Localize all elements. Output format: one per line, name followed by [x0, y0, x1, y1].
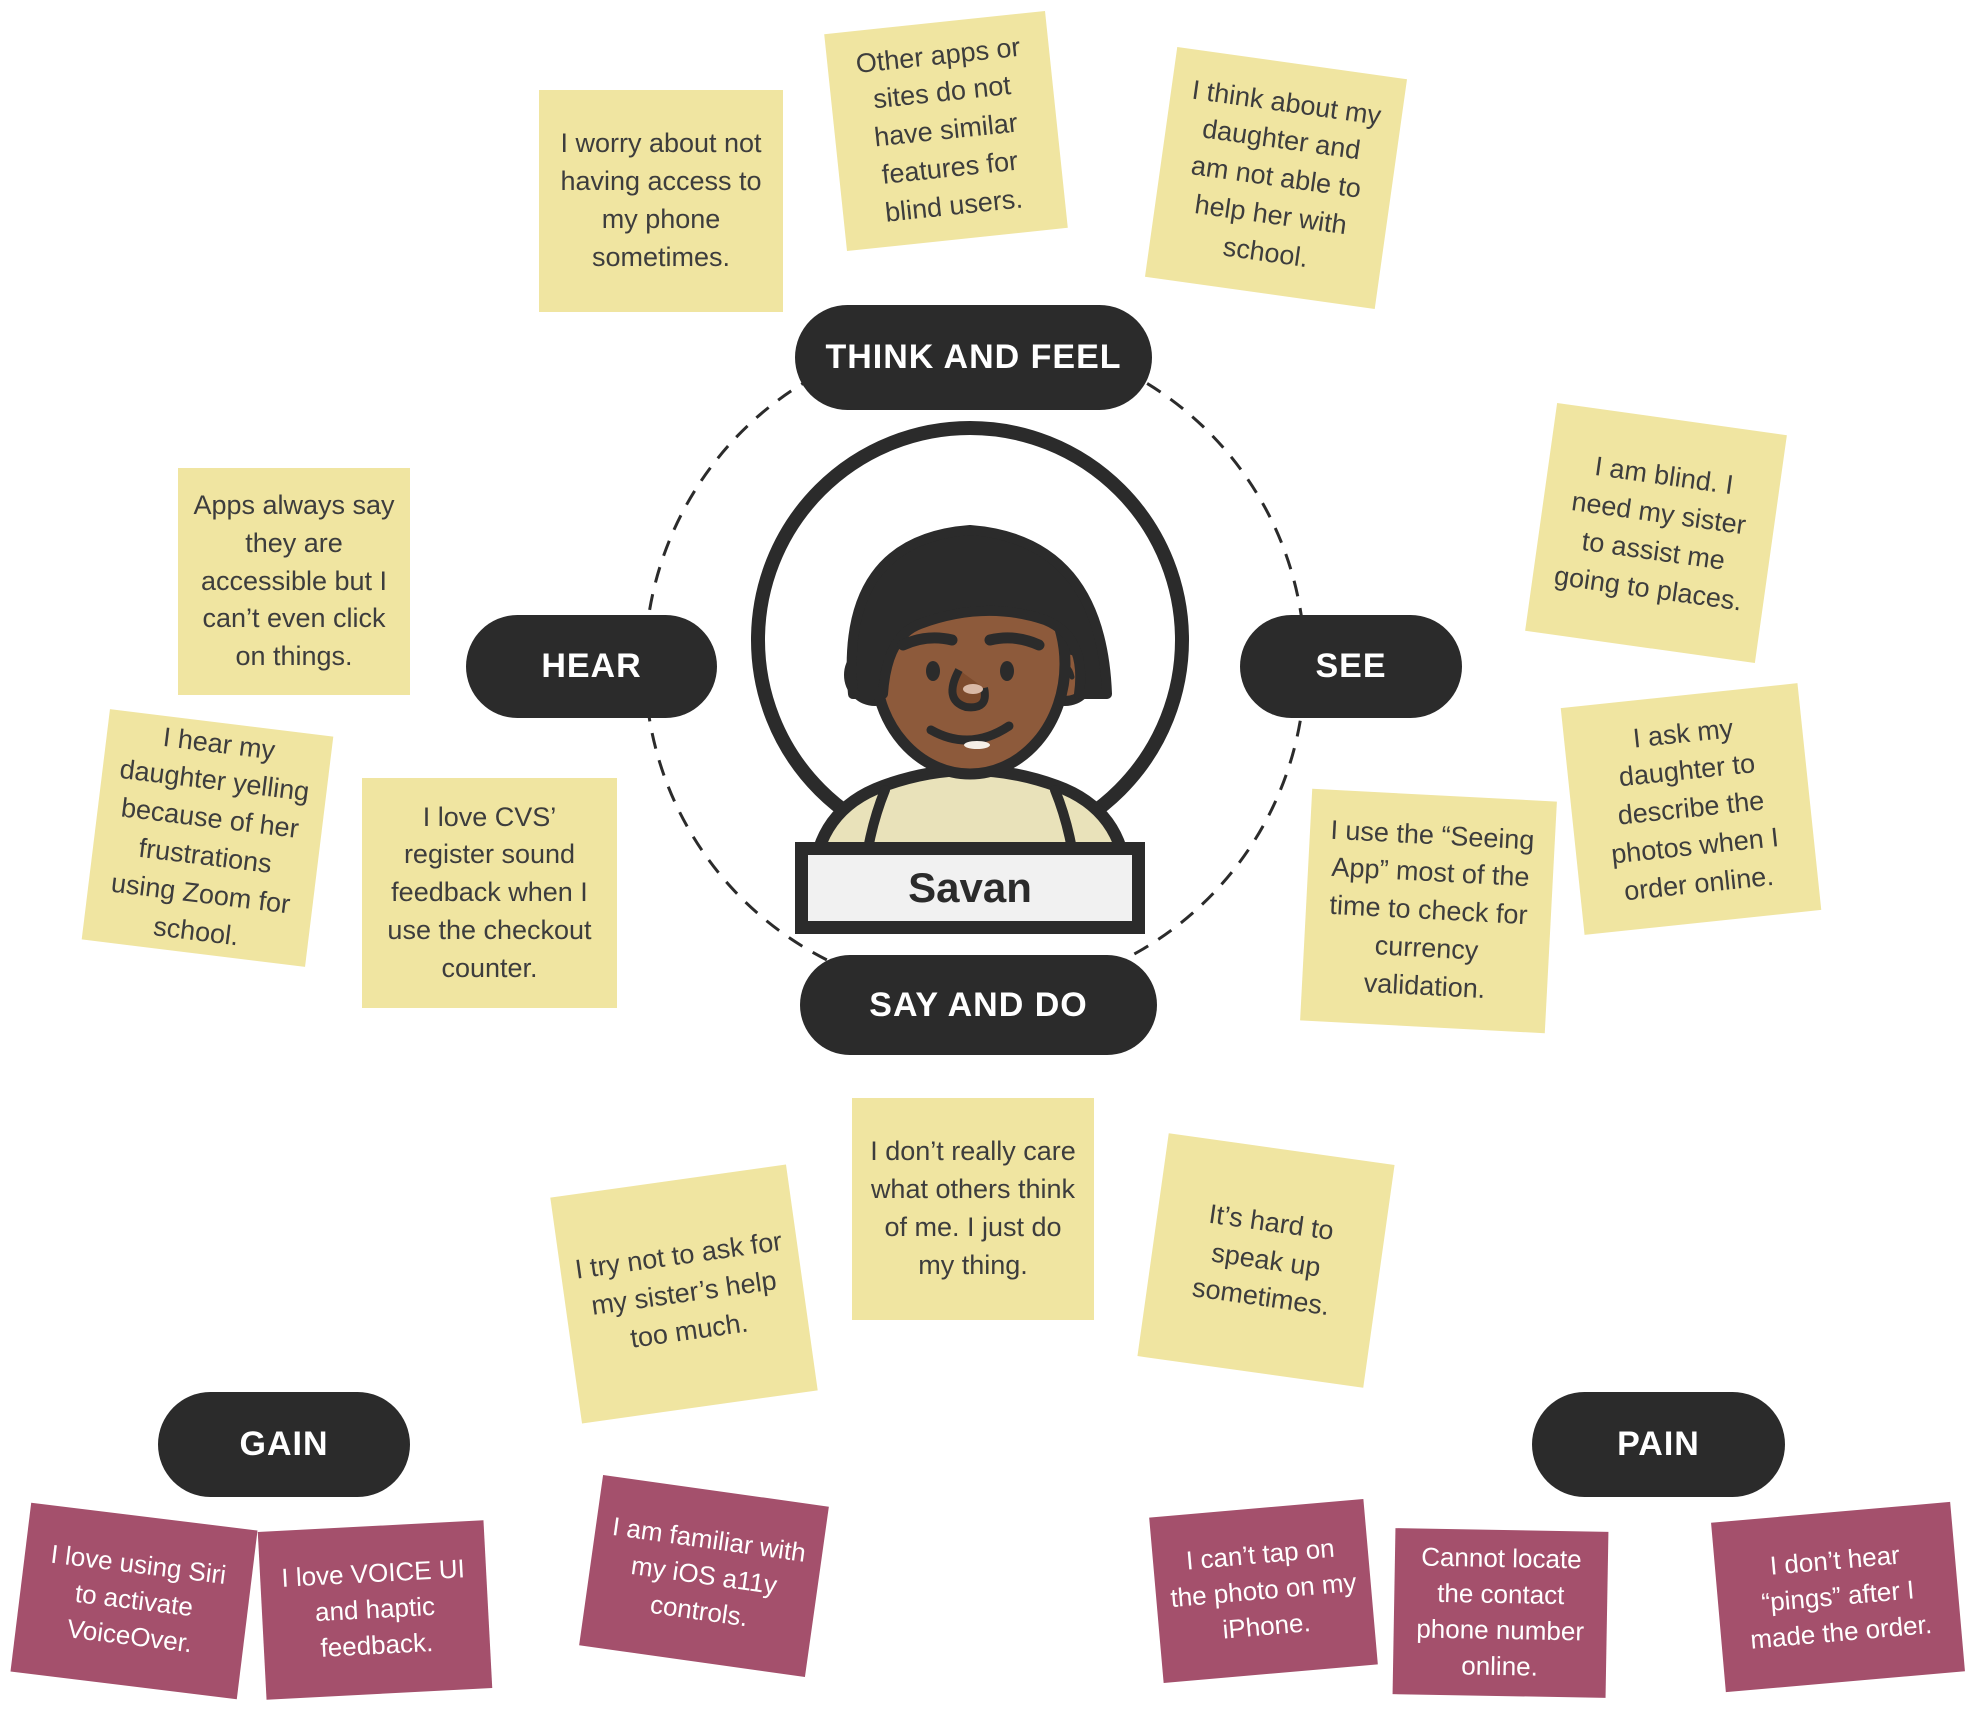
sticky-note-text: I use the “Seeing App” most of the time … — [1328, 814, 1536, 1004]
persona-name: Savan — [808, 855, 1132, 921]
sticky-note-see-1[interactable]: I am blind. I need my sister to assist m… — [1525, 402, 1787, 664]
sticky-note-think-feel-3[interactable]: I think about my daughter and am not abl… — [1144, 46, 1408, 310]
sticky-note-text: I can’t tap on the photo on my iPhone. — [1169, 1532, 1358, 1645]
sticky-note-text: I love CVS’ register sound feedback when… — [387, 801, 592, 983]
sticky-note-hear-1[interactable]: Apps always say they are accessible but … — [178, 468, 410, 695]
sticky-note-gain-3[interactable]: I am familiar with my iOS a11y controls. — [579, 1474, 829, 1678]
section-pill-say-and-do: SAY AND DO — [800, 955, 1157, 1055]
section-pill-label: GAIN — [239, 1425, 329, 1463]
section-pill-gain: GAIN — [158, 1392, 410, 1497]
section-pill-label: SEE — [1315, 647, 1387, 685]
sticky-note-text: I try not to ask for my sister’s help to… — [573, 1226, 784, 1354]
section-pill-see: SEE — [1240, 615, 1462, 718]
sticky-note-text: I worry about not having access to my ph… — [560, 128, 762, 272]
section-pill-hear: HEAR — [466, 615, 717, 718]
persona-avatar — [751, 421, 1189, 928]
sticky-note-think-feel-1[interactable]: I worry about not having access to my ph… — [539, 90, 783, 312]
section-pill-label: THINK AND FEEL — [825, 338, 1122, 376]
sticky-note-text: I don’t hear “pings” after I made the or… — [1749, 1539, 1934, 1655]
section-pill-label: SAY AND DO — [869, 985, 1088, 1024]
sticky-note-hear-3[interactable]: I love CVS’ register sound feedback when… — [362, 778, 617, 1008]
sticky-note-gain-1[interactable]: I love using Siri to activate VoiceOver. — [10, 1502, 258, 1700]
section-pill-label: HEAR — [541, 647, 642, 685]
sticky-note-pain-1[interactable]: I can’t tap on the photo on my iPhone. — [1149, 1498, 1378, 1684]
section-pill-label: PAIN — [1617, 1425, 1700, 1463]
sticky-note-text: I am blind. I need my sister to assist m… — [1552, 451, 1748, 617]
sticky-note-text: Apps always say they are accessible but … — [193, 490, 395, 672]
sticky-note-say-do-1[interactable]: I try not to ask for my sister’s help to… — [550, 1164, 818, 1424]
sticky-note-text: It’s hard to speak up sometimes. — [1190, 1198, 1336, 1322]
sticky-note-pain-3[interactable]: I don’t hear “pings” after I made the or… — [1711, 1501, 1965, 1693]
sticky-note-say-do-2[interactable]: I don’t really care what others think of… — [852, 1098, 1094, 1320]
sticky-note-text: I ask my daughter to describe the photos… — [1609, 712, 1781, 907]
sticky-note-text: I think about my daughter and am not abl… — [1189, 74, 1384, 273]
sticky-note-text: I am familiar with my iOS a11y controls. — [610, 1511, 808, 1633]
persona-name-plate: Savan — [795, 842, 1145, 934]
sticky-note-think-feel-2[interactable]: Other apps or sites do not have similar … — [824, 10, 1068, 252]
section-pill-pain: PAIN — [1532, 1392, 1785, 1497]
sticky-note-text: I love using Siri to activate VoiceOver. — [49, 1538, 228, 1659]
sticky-note-gain-2[interactable]: I love VOICE UI and haptic feedback. — [257, 1520, 493, 1700]
section-pill-think-and-feel: THINK AND FEEL — [795, 305, 1152, 410]
sticky-note-text: Cannot locate the contact phone number o… — [1416, 1541, 1585, 1682]
sticky-note-hear-2[interactable]: I hear my daughter yelling because of he… — [81, 709, 334, 967]
sticky-note-text: I don’t really care what others think of… — [870, 1136, 1076, 1280]
sticky-note-say-do-3[interactable]: It’s hard to speak up sometimes. — [1137, 1133, 1395, 1388]
sticky-note-pain-2[interactable]: Cannot locate the contact phone number o… — [1392, 1528, 1609, 1698]
sticky-note-text: I hear my daughter yelling because of he… — [109, 721, 311, 951]
sticky-note-text: I love VOICE UI and haptic feedback. — [280, 1553, 466, 1663]
sticky-note-see-3[interactable]: I use the “Seeing App” most of the time … — [1300, 788, 1557, 1034]
sticky-note-see-2[interactable]: I ask my daughter to describe the photos… — [1560, 683, 1822, 935]
sticky-note-text: Other apps or sites do not have similar … — [854, 31, 1025, 228]
